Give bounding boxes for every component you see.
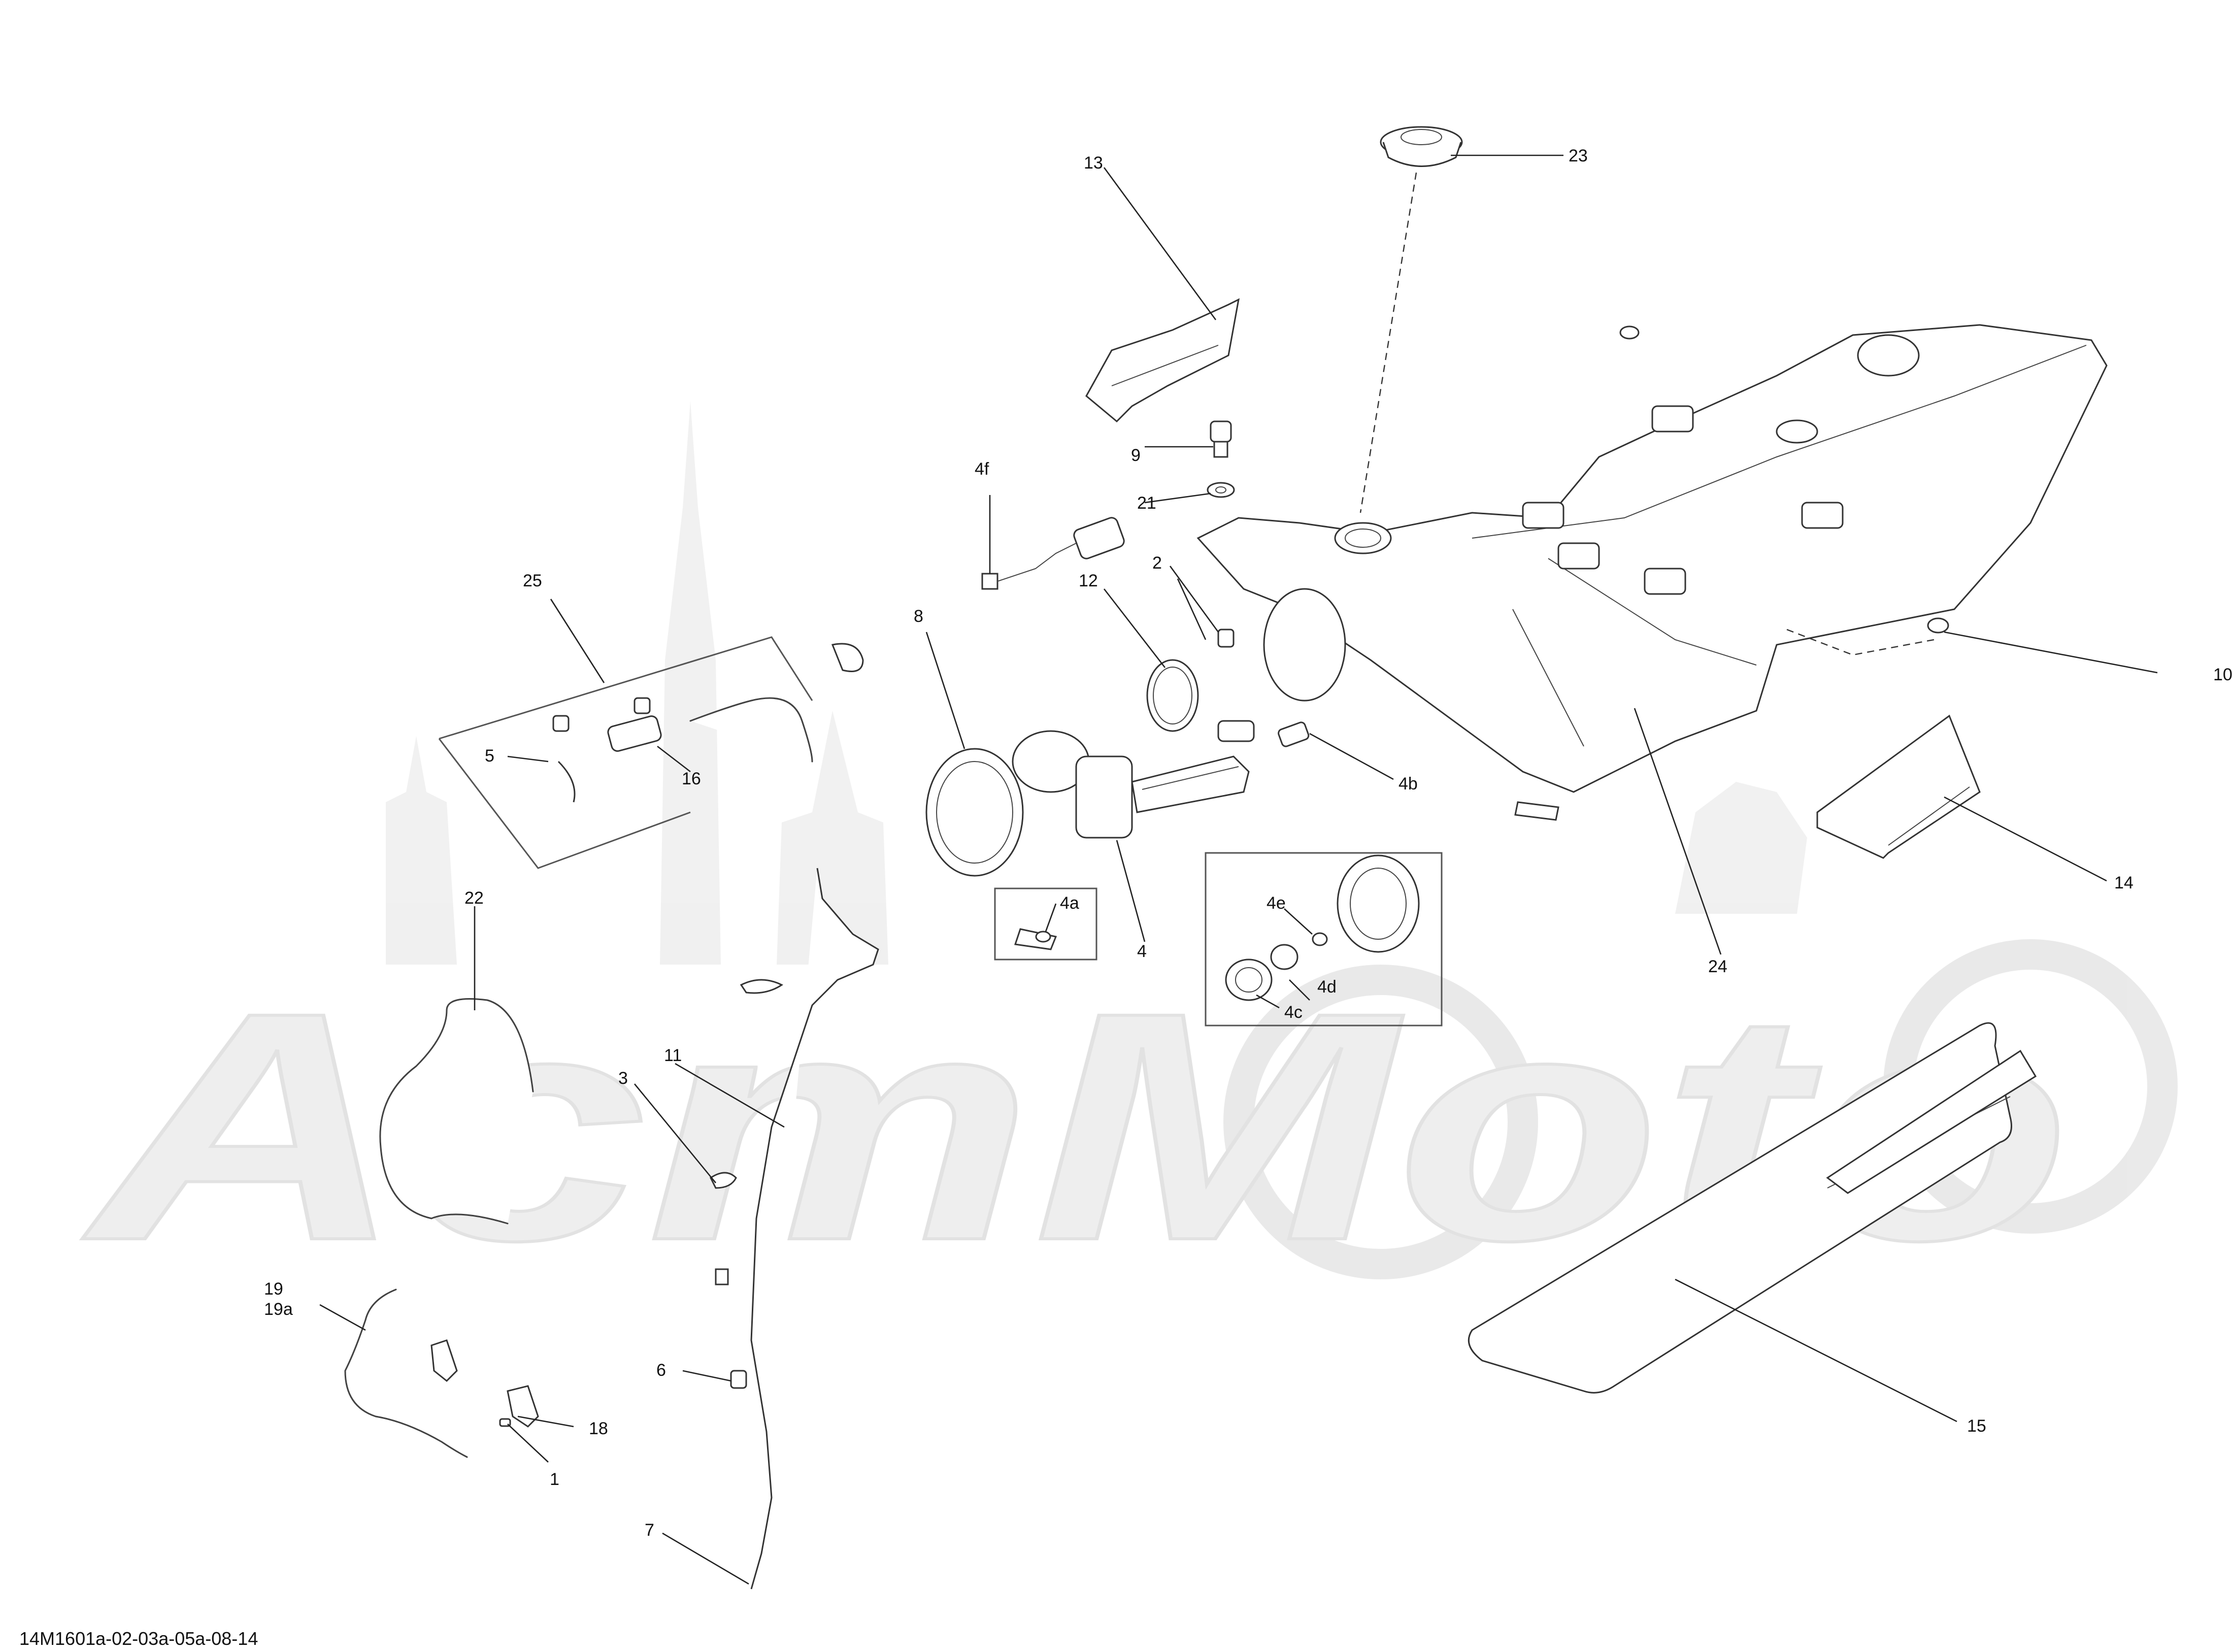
callout-11: 11 bbox=[664, 1046, 682, 1065]
callout-19: 19 bbox=[264, 1279, 283, 1299]
callout-4b: 4b bbox=[1398, 774, 1418, 794]
part-bracket-upper bbox=[430, 1339, 458, 1382]
callout-1: 1 bbox=[550, 1470, 559, 1489]
part-hose-group-25 bbox=[438, 636, 813, 869]
callout-3: 3 bbox=[618, 1069, 628, 1088]
part-lock-ring-8 bbox=[925, 748, 1024, 877]
part-clip-3 bbox=[710, 1172, 737, 1189]
callout-21: 21 bbox=[1137, 493, 1156, 513]
callout-4: 4 bbox=[1137, 942, 1147, 961]
callout-25: 25 bbox=[523, 571, 542, 590]
part-shield-14 bbox=[1816, 714, 1981, 859]
callout-labels: 23 13 9 21 4f 2 12 8 10 25 5 16 4b 4 4a … bbox=[264, 146, 2232, 1540]
callout-4f: 4f bbox=[975, 459, 989, 479]
part-level-sensor-4f bbox=[981, 517, 1125, 590]
part-heat-shield-13 bbox=[1085, 298, 1240, 423]
part-clip-6 bbox=[730, 1370, 747, 1389]
part-box-4cde bbox=[1205, 852, 1443, 1027]
callout-5: 5 bbox=[485, 746, 494, 766]
callout-23: 23 bbox=[1569, 146, 1588, 166]
part-grommet-10 bbox=[1927, 617, 1949, 634]
part-washer-21 bbox=[1207, 482, 1235, 498]
part-bracket-18 bbox=[507, 1385, 539, 1428]
part-fuel-tank-24 bbox=[1196, 324, 2108, 821]
callout-24: 24 bbox=[1708, 957, 1727, 976]
leader-lines bbox=[319, 154, 2158, 1585]
part-clip-upper bbox=[740, 979, 783, 994]
part-filter-4b bbox=[1278, 721, 1310, 747]
part-hose-19 bbox=[344, 1288, 468, 1458]
callout-4c: 4c bbox=[1284, 1003, 1303, 1022]
callout-4e: 4e bbox=[1267, 894, 1286, 913]
part-fuel-line-11 bbox=[750, 868, 879, 1590]
part-fuel-pump-4 bbox=[1012, 720, 1255, 839]
callout-4d: 4d bbox=[1317, 977, 1337, 997]
part-clamp-top bbox=[831, 643, 864, 672]
diagram-code: 14M1601a-02-03a-05a-08-14 bbox=[19, 1628, 258, 1649]
callout-6: 6 bbox=[656, 1361, 666, 1380]
part-grommet-top bbox=[1619, 325, 1640, 340]
part-valve-9 bbox=[1210, 420, 1232, 458]
callout-14: 14 bbox=[2114, 873, 2134, 893]
callout-18: 18 bbox=[589, 1419, 608, 1438]
watermark-wheel-left bbox=[1223, 965, 1538, 1279]
part-fuel-cap bbox=[1380, 126, 1463, 167]
part-box-4a bbox=[994, 887, 1097, 961]
callout-16: 16 bbox=[682, 769, 701, 788]
callout-13: 13 bbox=[1084, 153, 1103, 173]
callout-15: 15 bbox=[1967, 1416, 1986, 1436]
callout-7: 7 bbox=[645, 1521, 654, 1540]
part-oring-12 bbox=[1146, 659, 1199, 732]
callout-8: 8 bbox=[914, 607, 923, 626]
callout-22: 22 bbox=[464, 888, 484, 908]
callout-12: 12 bbox=[1079, 571, 1098, 590]
callout-4a: 4a bbox=[1060, 894, 1079, 913]
part-pad-15 bbox=[1468, 1022, 2037, 1394]
callout-2: 2 bbox=[1152, 553, 1162, 573]
callout-9: 9 bbox=[1131, 446, 1141, 465]
callout-19a: 19a bbox=[264, 1300, 293, 1319]
part-clip-2 bbox=[1217, 629, 1235, 648]
part-clip-small bbox=[715, 1268, 729, 1285]
part-hose-22 bbox=[379, 998, 534, 1225]
callout-10: 10 bbox=[2213, 665, 2232, 684]
